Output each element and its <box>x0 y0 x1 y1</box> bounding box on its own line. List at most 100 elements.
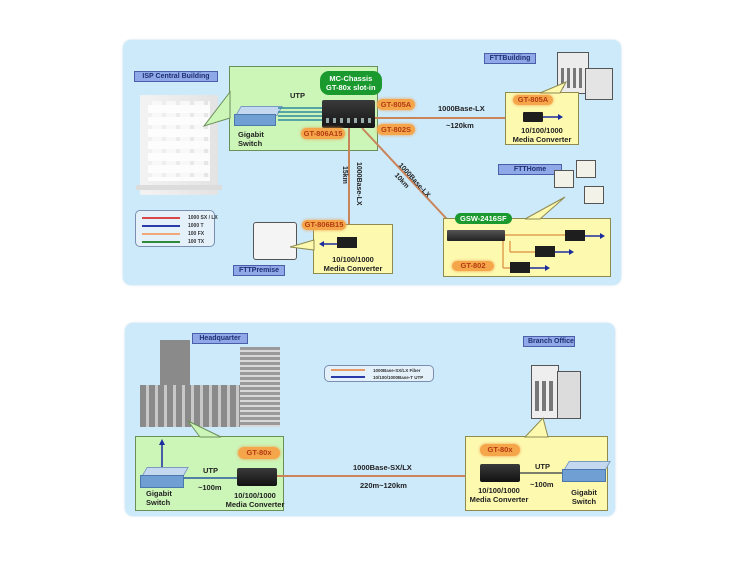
mc-chassis-device <box>322 100 375 128</box>
building-link-distance: ~120km <box>446 121 474 130</box>
gt-802s-module: GT-802S <box>377 124 415 135</box>
legend-row: 1000 SX / LX <box>142 214 218 222</box>
branch-converter-line1: 10/100/1000 <box>478 486 520 495</box>
home-converter-icon-2 <box>535 246 555 257</box>
legend-line <box>142 225 180 227</box>
fiber-to-home <box>361 127 459 232</box>
legend-line <box>331 376 365 378</box>
fttbuilding-converter-label: 10/100/1000 Media Converter <box>509 126 575 144</box>
legend-text: 100 FX <box>188 231 205 237</box>
branch-converter-line2: Media Converter <box>469 495 529 504</box>
premise-converter-icon <box>337 237 357 248</box>
fttpremise-converter-label: 10/100/1000 Media Converter <box>318 255 388 273</box>
mc-chassis-line2: GT-80x slot-in <box>326 83 376 92</box>
branch-switch-label: Gigabit Switch <box>567 488 601 506</box>
gt-802-module: GT-802 <box>452 261 494 271</box>
home-converter-icon-3 <box>510 262 530 273</box>
hq-converter-line1: 10/100/1000 <box>234 491 276 500</box>
branch-utp-distance: ~100m <box>530 480 554 489</box>
hq-utp-distance: ~100m <box>198 483 222 492</box>
switch-label-line1: Gigabit <box>238 130 264 139</box>
hq-switch-line2: Switch <box>146 498 171 507</box>
legend-text: 1000 SX / LX <box>188 215 218 221</box>
converter-line2: Media Converter <box>512 135 572 144</box>
isp-central-building-label: ISP Central Building <box>134 71 218 82</box>
premise-building-icon <box>253 222 297 260</box>
headquarter-building-icon <box>135 335 285 430</box>
top-legend: 1000 SX / LX 1000 T 100 FX 100 TX <box>135 210 218 247</box>
hq-utp-label: UTP <box>203 466 218 475</box>
branch-gt-80x-module: GT-80x <box>480 444 520 456</box>
branch-utp-label: UTP <box>535 462 550 471</box>
wan-link-type: 1000Base-SX/LX <box>353 463 412 472</box>
branch-media-converter-icon <box>480 464 520 482</box>
legend-text: 1000Base-SX/LX Fiber <box>373 367 421 373</box>
mc-chassis-line1: MC-Chassis <box>329 74 373 83</box>
gigabit-switch-icon <box>234 106 283 126</box>
branch-converter-label: 10/100/1000 Media Converter <box>466 486 532 504</box>
houses-icon <box>550 156 614 210</box>
legend-row: 100 FX <box>142 230 204 238</box>
bottom-legend: 1000Base-SX/LX Fiber 10/100/1000Base-T U… <box>324 365 434 382</box>
hq-switch-line1: Gigabit <box>146 489 172 498</box>
media-converter-icon <box>523 112 543 122</box>
headquarter-label: Headquarter <box>192 333 248 344</box>
hq-gt-80x-module: GT-80x <box>238 447 280 459</box>
legend-line <box>142 241 180 243</box>
legend-row: 10/100/1000Base-T UTP <box>331 373 423 381</box>
gt-805a-remote-module: GT-805A <box>513 95 553 105</box>
utp-label: UTP <box>290 91 305 100</box>
hq-switch-label: Gigabit Switch <box>146 489 172 507</box>
hq-media-converter-icon <box>237 468 277 486</box>
isp-building-icon <box>136 95 222 195</box>
legend-row: 1000 T <box>142 222 204 230</box>
branch-switch-line2: Switch <box>571 497 597 506</box>
gt-806b15-module: GT-806B15 <box>302 220 346 230</box>
branch-building-icon <box>531 357 583 425</box>
branch-switch-icon <box>562 461 611 482</box>
office-building-icon <box>555 42 615 102</box>
legend-text: 100 TX <box>188 239 205 245</box>
legend-text: 10/100/1000Base-T UTP <box>373 374 424 380</box>
legend-text: 1000 T <box>188 223 204 229</box>
branch-switch-line1: Gigabit <box>571 488 597 497</box>
hq-converter-line2: Media Converter <box>225 500 285 509</box>
switch-label-line2: Switch <box>238 139 263 148</box>
converter-line1: 10/100/1000 <box>521 126 563 135</box>
legend-line <box>142 233 180 235</box>
wan-link-distance: 220m~120km <box>360 481 407 490</box>
gt-805a-chassis-module: GT-805A <box>377 99 415 110</box>
mc-chassis-badge: MC-Chassis GT-80x slot-in <box>320 71 382 95</box>
hq-converter-label: 10/100/1000 Media Converter <box>222 491 288 509</box>
fttpremise-label: FTTPremise <box>233 265 285 276</box>
gsw-2416sf-badge: GSW-2416SF <box>455 213 512 224</box>
legend-line <box>331 369 365 371</box>
premise-converter-line2: Media Converter <box>323 264 383 273</box>
building-link-type: 1000Base-LX <box>438 104 485 113</box>
gt-806a15-module: GT-806A15 <box>301 128 345 139</box>
legend-line <box>142 217 180 219</box>
ftthome-label: FTTHome <box>498 164 562 175</box>
legend-row: 1000Base-SX/LX Fiber <box>331 366 421 374</box>
isp-switch-label: Gigabit Switch <box>238 130 264 148</box>
home-converter-icon-1 <box>565 230 585 241</box>
legend-row: 100 TX <box>142 238 204 246</box>
premise-converter-line1: 10/100/1000 <box>332 255 374 264</box>
hq-switch-icon <box>140 467 189 488</box>
branch-office-label: Branch Office <box>523 336 575 347</box>
gsw-switch-device <box>447 230 505 241</box>
